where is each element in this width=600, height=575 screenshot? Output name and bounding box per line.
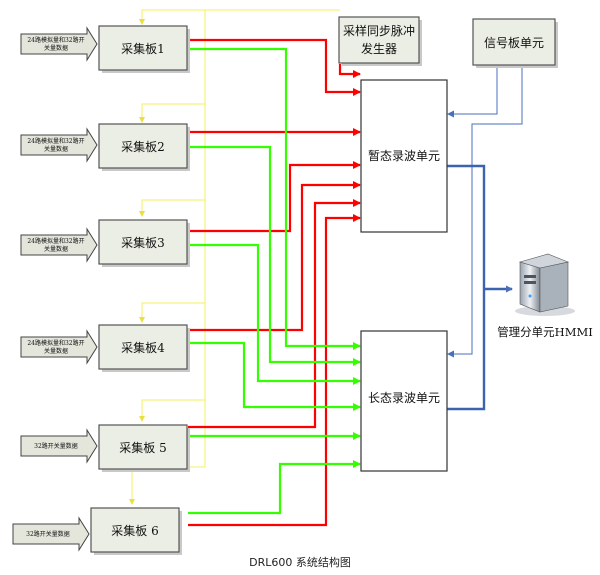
board-label: 采集板1 [121,41,165,56]
acquisition-board-3: 采集板3 [98,219,190,267]
board-label: 采集板4 [121,340,165,355]
steady-recorder-unit: 长态录波单元 [360,330,448,472]
input-description: 24路模拟量和32路开 [27,237,84,245]
input-description: 24路模拟量和32路开 [27,137,84,145]
hmmi-label: 管理分单元HMMI [497,325,593,339]
board-box [98,324,188,370]
input-arrow-shape [20,329,98,365]
board-label: 采集板2 [121,139,165,154]
input-arrow-shape [12,516,90,552]
board-box [98,424,188,470]
sync-pulse-label-2: 发生器 [361,41,397,56]
signal-board-lines [447,66,523,358]
transient-data-lines [188,38,361,527]
board-label: 采集板 5 [119,440,166,455]
acquisition-board-2: 采集板2 [98,123,190,171]
steady-data-lines [188,47,361,515]
steady-recorder-label: 长态录波单元 [368,391,440,405]
input-description: 关量数据 [44,44,68,52]
sync-pulse-generator: 采样同步脉冲 发生器 [338,16,422,66]
acquisition-board-4: 采集板4 [98,324,190,372]
board-label: 采集板 6 [111,523,158,538]
signal-board-unit: 信号板单元 [472,18,558,68]
input-description: 关量数据 [44,145,68,153]
input-description: 24路模拟量和32路开 [27,36,84,44]
acquisition-board-1: 采集板1 [98,25,190,73]
input-arrow-6: 32路开关量数据 [12,516,90,552]
input-arrow-5: 32路开关量数据 [20,428,98,464]
diagram-caption: DRL600 系统结构图 [249,555,351,569]
signal-board-label: 信号板单元 [484,36,544,50]
input-description: 24路模拟量和32路开 [27,339,84,347]
input-arrow-shape [20,26,98,62]
hmmi-server: 管理分单元HMMI [497,253,593,339]
sync-pulse-label-1: 采样同步脉冲 [343,23,415,38]
input-description: 关量数据 [44,347,68,355]
input-arrow-shape [20,428,98,464]
board-box [98,25,188,71]
input-description: 32路开关量数据 [26,530,70,538]
transient-recorder-label: 暂态录波单元 [368,149,440,163]
board-box [98,123,188,169]
board-label: 采集板3 [121,235,165,250]
input-description: 32路开关量数据 [34,442,78,450]
acquisition-board-5: 采集板 5 [98,424,190,472]
acquisition-board-6: 采集板 6 [90,507,182,555]
input-description: 关量数据 [44,245,68,253]
hmmi-bus-lines [447,164,513,411]
transient-recorder-unit: 暂态录波单元 [360,79,448,233]
input-arrow-shape [20,227,98,263]
board-box [90,507,180,553]
input-arrow-shape [20,127,98,163]
board-box [98,219,188,265]
server-icon [515,253,575,316]
